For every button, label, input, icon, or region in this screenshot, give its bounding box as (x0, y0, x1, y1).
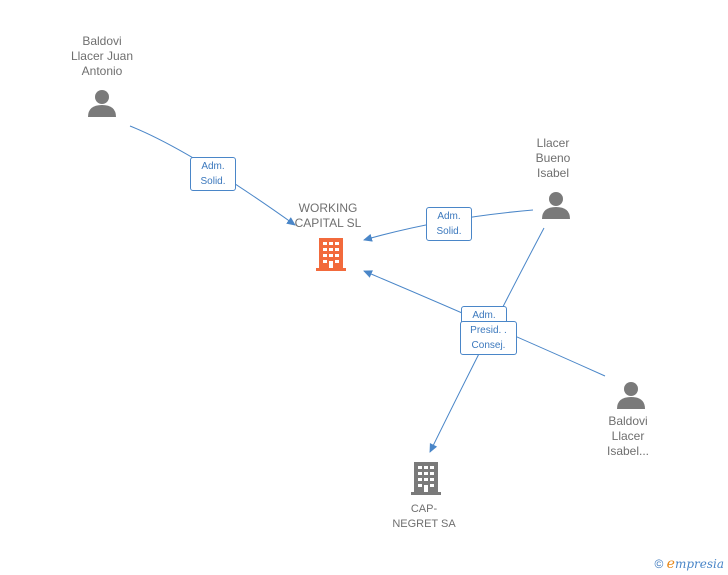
edge-label-adm-solid[interactable]: Adm. Solid. (426, 207, 472, 241)
node-label-working-capital[interactable]: WORKING CAPITAL SL (294, 201, 362, 230)
brand-first-letter: e (666, 556, 675, 572)
node-label-cap-negret[interactable]: CAP- NEGRET SA (392, 503, 456, 530)
person-icon[interactable] (87, 88, 117, 118)
node-label-baldovi-isabel[interactable]: Baldovi Llacer Isabel... (606, 414, 650, 458)
empresia-brand[interactable]: © empresia (654, 556, 724, 572)
edge-label-adm-solid[interactable]: Adm. Solid. (190, 157, 236, 191)
person-icon[interactable] (541, 190, 571, 220)
node-label-baldovi-juan[interactable]: Baldovi Llacer Juan Antonio (70, 34, 134, 78)
brand-name: mpresia (674, 557, 724, 571)
building-icon[interactable] (410, 460, 442, 496)
copyright-icon: © (654, 557, 664, 571)
edge-label-presid-consej[interactable]: Presid. . Consej. (460, 321, 517, 355)
building-icon[interactable] (315, 236, 347, 272)
node-label-llacer-bueno[interactable]: Llacer Bueno Isabel (535, 136, 571, 180)
person-icon[interactable] (616, 380, 646, 410)
